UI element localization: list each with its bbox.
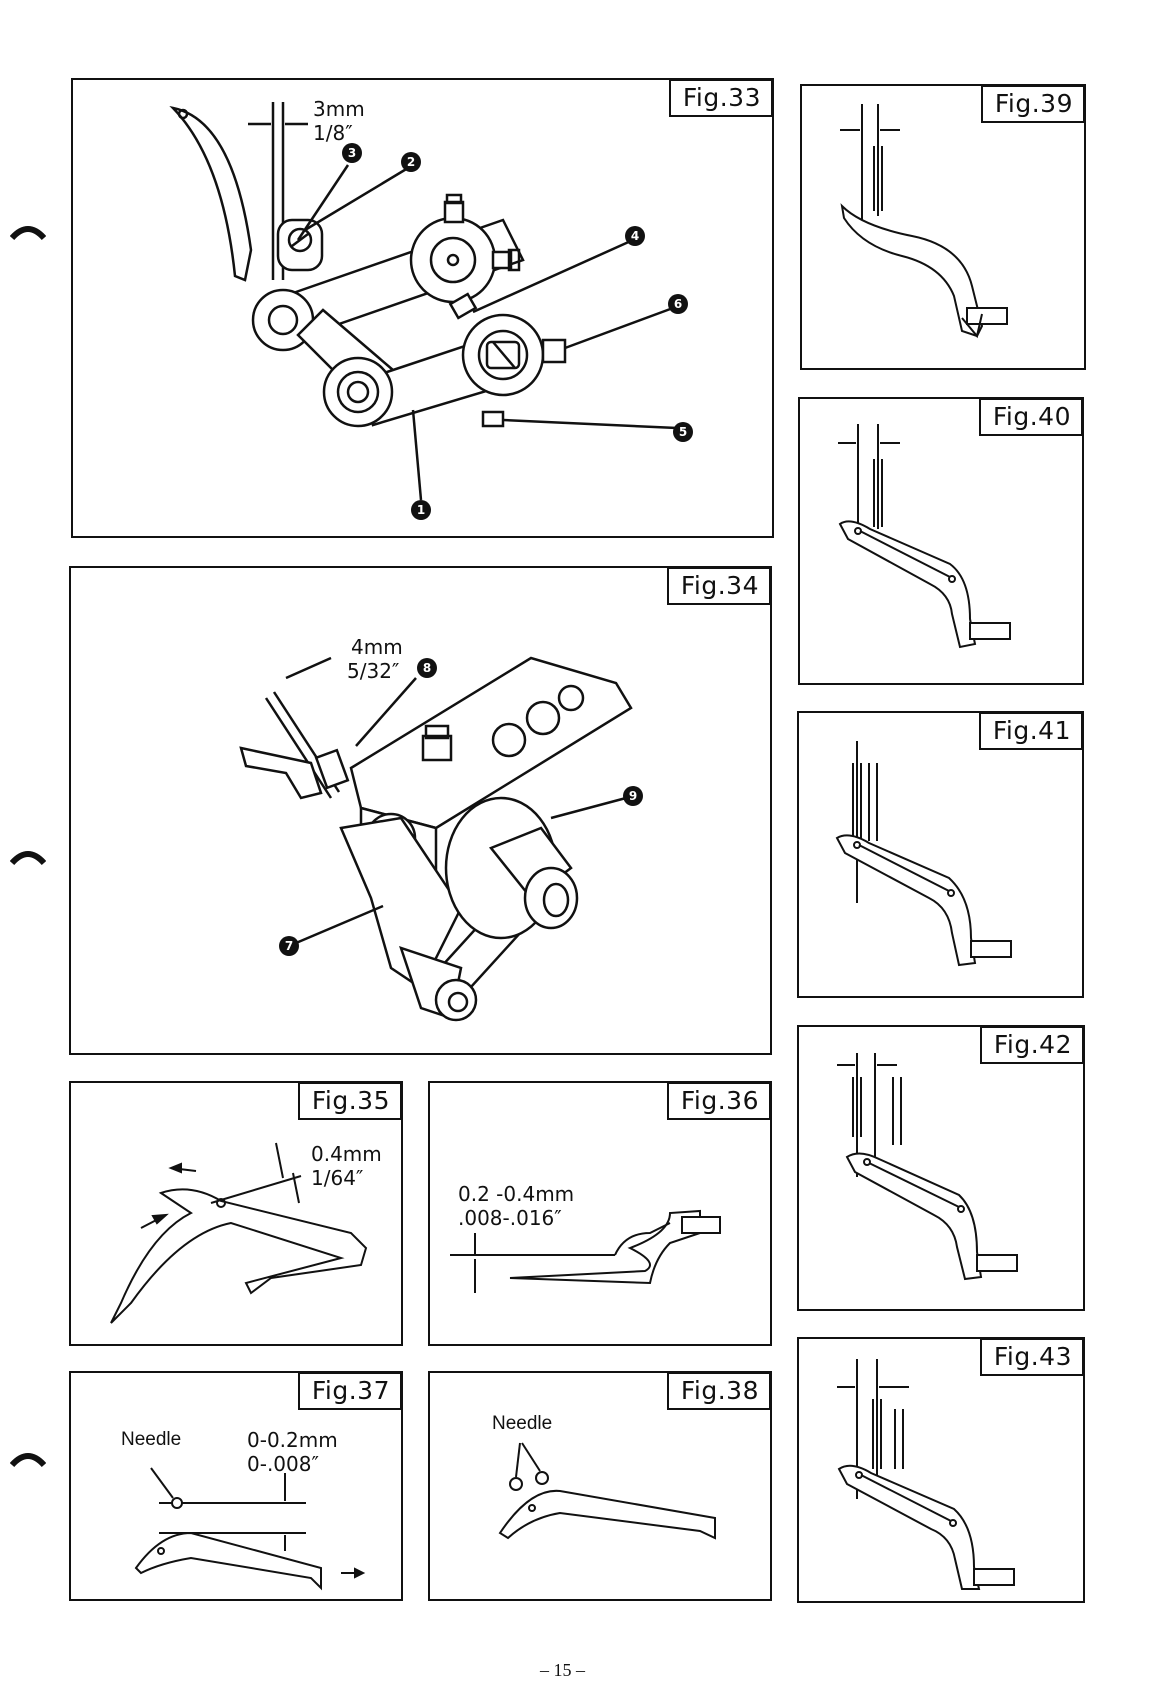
fig38-label: Fig.38 <box>667 1372 771 1410</box>
fig37-label: Fig.37 <box>298 1372 402 1410</box>
fig36-dimension-inch: .008-.016″ <box>458 1207 562 1229</box>
fig37-needle-label: Needle <box>121 1429 181 1451</box>
callout-7: 7 <box>285 939 293 953</box>
fig34-looper-holder-drawing: 8 9 7 <box>71 568 772 1055</box>
callout-8: 8 <box>423 661 431 675</box>
fig34-panel: 8 9 7 4mm 5/32″ Fig.34 <box>69 566 772 1055</box>
fig35-label: Fig.35 <box>298 1082 402 1120</box>
fig40-panel: Fig.40 <box>798 397 1084 685</box>
fig39-needle-looper-timing-drawing <box>802 86 1086 370</box>
fig43-needle-looper-timing-drawing <box>799 1339 1085 1603</box>
fig38-panel: Needle Fig.38 <box>428 1371 772 1601</box>
fig35-panel: 0.4mm 1/64″ Fig.35 <box>69 1081 403 1346</box>
fig33-panel: 3 2 4 5 6 1 3mm 1/8″ Fig.33 <box>71 78 774 538</box>
fig39-label: Fig.39 <box>981 85 1085 123</box>
fig36-label: Fig.36 <box>667 1082 771 1120</box>
fig36-dimension-mm: 0.2 -0.4mm <box>458 1183 574 1205</box>
fig43-label: Fig.43 <box>980 1338 1084 1376</box>
fig33-label: Fig.33 <box>669 79 773 117</box>
fig40-label: Fig.40 <box>979 398 1083 436</box>
fig43-panel: Fig.43 <box>797 1337 1085 1603</box>
fig33-looper-mechanism-drawing: 3 2 4 5 6 1 <box>73 80 774 538</box>
fig41-label: Fig.41 <box>979 712 1083 750</box>
callout-4: 4 <box>631 229 639 243</box>
binder-hole-mark <box>10 845 46 867</box>
callout-1: 1 <box>417 503 425 517</box>
callout-3: 3 <box>348 146 356 160</box>
page-number: – 15 – <box>540 1660 585 1681</box>
callout-2: 2 <box>407 155 415 169</box>
fig35-dimension-mm: 0.4mm <box>311 1143 382 1165</box>
fig34-dimension-inch: 5/32″ <box>347 660 399 682</box>
fig37-dimension-inch: 0-.008″ <box>247 1453 319 1475</box>
fig39-panel: Fig.39 <box>800 84 1086 370</box>
fig42-label: Fig.42 <box>980 1026 1084 1064</box>
fig37-panel: Needle 0-0.2mm 0-.008″ Fig.37 <box>69 1371 403 1601</box>
fig35-looper-point-drawing <box>71 1083 403 1346</box>
fig41-needle-looper-timing-drawing <box>799 713 1084 998</box>
binder-hole-mark <box>10 1447 46 1469</box>
callout-6: 6 <box>674 297 682 311</box>
fig42-needle-looper-timing-drawing <box>799 1027 1085 1311</box>
binder-hole-mark <box>10 220 46 242</box>
fig33-dimension-mm: 3mm <box>313 98 365 120</box>
callout-5: 5 <box>679 425 687 439</box>
fig38-needle-label: Needle <box>492 1413 552 1435</box>
fig36-panel: 0.2 -0.4mm .008-.016″ Fig.36 <box>428 1081 772 1346</box>
fig35-dimension-inch: 1/64″ <box>311 1167 363 1189</box>
fig37-dimension-mm: 0-0.2mm <box>247 1429 338 1451</box>
fig34-dimension-mm: 4mm <box>351 636 403 658</box>
callout-9: 9 <box>629 789 637 803</box>
fig40-needle-looper-timing-drawing <box>800 399 1084 685</box>
fig41-panel: Fig.41 <box>797 711 1084 998</box>
fig33-dimension-inch: 1/8″ <box>313 122 353 144</box>
fig34-label: Fig.34 <box>667 567 771 605</box>
fig42-panel: Fig.42 <box>797 1025 1085 1311</box>
